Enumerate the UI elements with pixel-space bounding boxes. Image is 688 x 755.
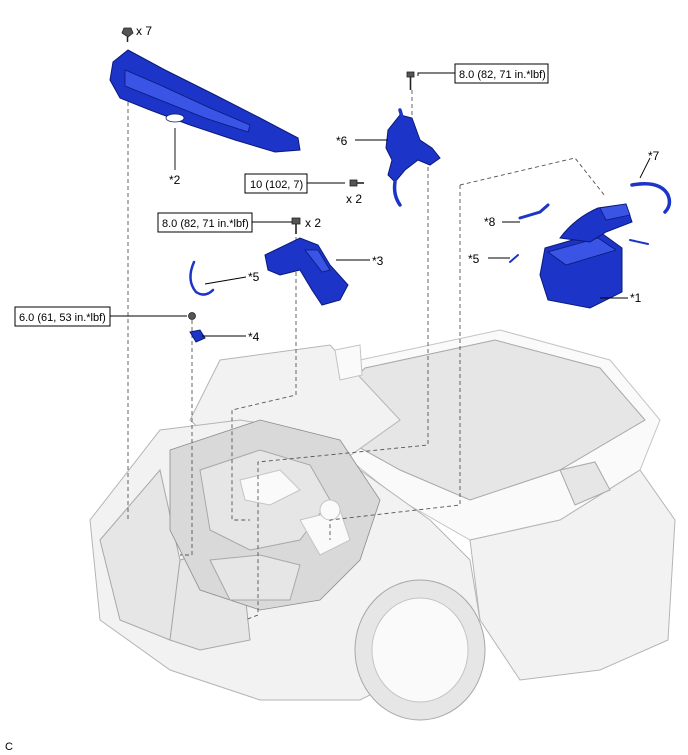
torque-label-mid: 8.0 (82, 71 in.*lbf) bbox=[162, 218, 249, 230]
torque-label-top: 8.0 (82, 71 in.*lbf) bbox=[459, 69, 546, 81]
locator-lines bbox=[127, 90, 606, 621]
callout-1: *1 bbox=[630, 291, 642, 305]
torque-box-10-frame bbox=[244, 173, 308, 194]
part-8-hose[interactable] bbox=[518, 203, 550, 220]
part-5-hose-b[interactable] bbox=[509, 254, 519, 263]
callout-5-left: *5 bbox=[248, 270, 260, 284]
part-2-radiator-support-cover[interactable] bbox=[109, 49, 301, 153]
qty-bolts-b: x 2 bbox=[305, 216, 321, 230]
callout-6: *6 bbox=[336, 134, 348, 148]
part-7-hose[interactable] bbox=[630, 182, 672, 214]
vehicle-illustration bbox=[89, 329, 676, 721]
part-3-air-inlet[interactable] bbox=[264, 237, 349, 306]
bolt-icon bbox=[188, 312, 196, 320]
part-1-air-cleaner-case[interactable] bbox=[539, 203, 633, 309]
bolt-icon bbox=[349, 179, 364, 187]
torque-box-top-frame bbox=[454, 63, 549, 84]
illustration-code: C bbox=[5, 741, 13, 753]
callout-8: *8 bbox=[484, 215, 496, 229]
bolt-icon bbox=[291, 217, 301, 234]
torque-label-left: 6.0 (61, 53 in.*lbf) bbox=[19, 312, 106, 324]
callout-5-right: *5 bbox=[468, 252, 480, 266]
part-4-clamp[interactable] bbox=[189, 329, 206, 343]
part-5-wire-harness-clamp[interactable] bbox=[189, 260, 215, 296]
torque-label-10: 10 (102, 7) bbox=[250, 179, 303, 191]
callout-7: *7 bbox=[648, 149, 660, 163]
callout-2: *2 bbox=[169, 173, 181, 187]
callout-4: *4 bbox=[248, 330, 260, 344]
torque-box-left-frame bbox=[14, 306, 111, 327]
part-6-bracket[interactable] bbox=[385, 108, 441, 207]
callout-3: *3 bbox=[372, 254, 384, 268]
torque-box-mid-frame bbox=[157, 212, 253, 233]
clip-icon bbox=[121, 27, 134, 42]
qty-clips: x 7 bbox=[136, 24, 152, 38]
qty-bolts-a: x 2 bbox=[346, 192, 362, 206]
bolt-icon bbox=[406, 71, 415, 90]
